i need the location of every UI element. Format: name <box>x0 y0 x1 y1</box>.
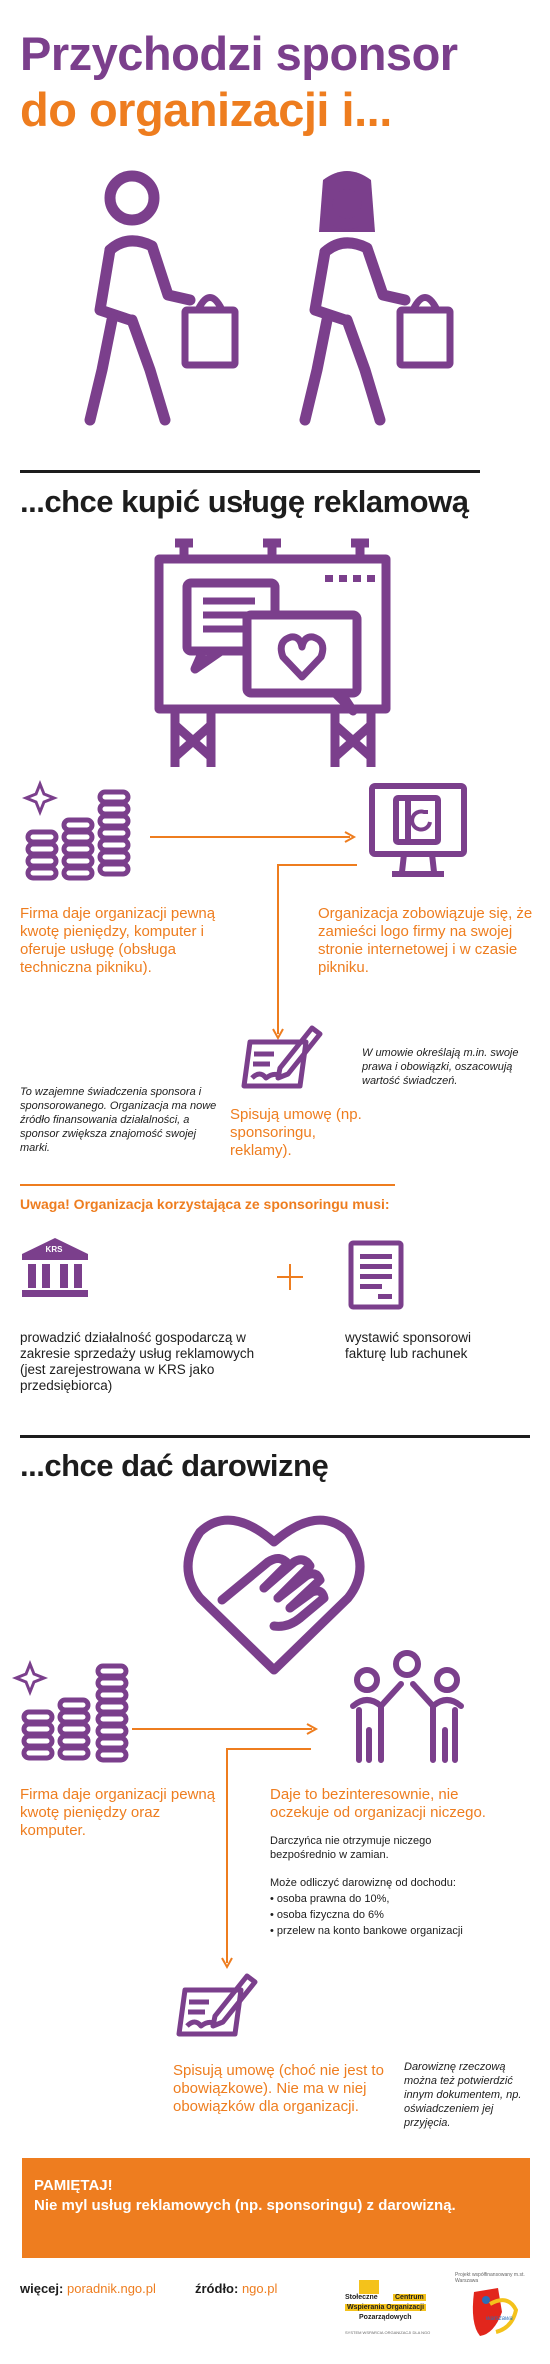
section-divider <box>20 470 480 473</box>
heart-handshake-icon <box>183 1515 365 1675</box>
contract-signing-icon <box>176 1973 258 2037</box>
reminder-text: Nie myl usług reklamowych (np. sponsorin… <box>34 2197 456 2214</box>
deduction-bullet: • osoba fizyczna do 6% <box>270 1909 384 1921</box>
logo-line-1: Stołeczne <box>345 2294 378 2301</box>
people-cooperation-icon <box>350 1650 464 1763</box>
partner-logo-text: warszawa <box>486 2316 513 2322</box>
contract-details-note: W umowie określają m.in. swoje prawa i o… <box>362 1047 519 1087</box>
organization-commits-text: Organizacja zobowiązuje się, że zamieści… <box>318 905 533 976</box>
section1-title: ...chce kupić usługę reklamową <box>20 484 469 519</box>
logo-square <box>359 2280 379 2294</box>
section2-title: ...chce dać darowiznę <box>20 1448 329 1483</box>
arrow-line <box>150 836 350 838</box>
invoice-icon <box>348 1240 404 1310</box>
title-line-2: do organizacji i... <box>20 83 392 136</box>
warning-heading: Uwaga! Organizacja korzystająca ze spons… <box>20 1196 390 1212</box>
source-label: źródło: <box>195 2281 239 2296</box>
logo-line-2: Centrum <box>393 2294 426 2301</box>
orange-divider <box>20 1184 395 1186</box>
more-info: więcej: poradnik.ngo.pl <box>20 2281 156 2296</box>
in-kind-donation-note: Darowiznę rzeczową można też potwierdzić… <box>404 2061 522 2129</box>
arrow-line <box>277 864 357 866</box>
donor-note: Darczyńca nie otrzymuje niczego bezpośre… <box>270 1835 432 1861</box>
contract-signing-icon <box>241 1025 323 1089</box>
reminder-title: PAMIĘTAJ! <box>34 2177 113 2194</box>
plus-icon <box>277 1264 303 1290</box>
requirement-krs: prowadzić działalność gospodarczą w zakr… <box>20 1330 255 1393</box>
coins-icon <box>11 1659 129 1763</box>
more-label: więcej: <box>20 2281 64 2296</box>
deduction-bullet: • przelew na konto bankowe organizacji <box>270 1925 463 1937</box>
warsaw-logo-icon <box>472 2288 519 2336</box>
requirement-invoice: wystawić sponsorowi fakturę lub rachunek <box>345 1330 472 1361</box>
billboard-icon <box>154 538 391 767</box>
woman-with-bag-icon <box>299 171 454 426</box>
reminder-banner: PAMIĘTAJ! Nie myl usług reklamowych (np.… <box>22 2158 530 2258</box>
arrow-line <box>226 1748 311 1750</box>
title-line-1: Przychodzi sponsor <box>20 27 458 80</box>
source-link[interactable]: ngo.pl <box>241 2281 278 2296</box>
donor-gives-text: Firma daje organizacji pewną kwotę pieni… <box>20 1786 216 1839</box>
logo-line-4: Pozarządowych <box>359 2314 412 2321</box>
partner-caption: Projekt współfinansowany m.st. Warszawa <box>455 2272 525 2284</box>
contract-text: Spisują umowę (np. sponsoringu, reklamy)… <box>230 1106 362 1159</box>
man-with-bag-icon <box>84 170 239 426</box>
deduction-heading: Może odliczyć darowiznę od dochodu: <box>270 1877 456 1889</box>
arrow-line <box>277 864 279 1034</box>
section-divider <box>20 1435 530 1438</box>
krs-building-icon <box>22 1238 88 1297</box>
arrow-line <box>226 1748 228 1963</box>
krs-label: KRS <box>45 1245 63 1254</box>
arrow-line <box>132 1728 312 1730</box>
disinterested-text: Daje to bezinteresownie, nie oczekuje od… <box>270 1786 486 1821</box>
logo-line-3: Wspierania Organizacji <box>345 2304 427 2311</box>
computer-icon <box>369 783 467 877</box>
arrow-down-icon <box>272 1028 284 1041</box>
mutual-benefits-note: To wzajemne świadczenia sponsora i spons… <box>20 1086 217 1154</box>
arrow-right-icon <box>306 1723 319 1735</box>
deduction-bullet: • osoba prawna do 10%, <box>270 1893 390 1905</box>
logo-caption: SYSTEM WSPARCIA ORGANIZACJI DLA NGO <box>345 2330 431 2335</box>
donation-contract-text: Spisują umowę (choć nie jest to obowiązk… <box>173 2062 384 2115</box>
source-info: źródło: ngo.pl <box>195 2281 277 2296</box>
sponsor-gives-text: Firma daje organizacji pewną kwotę pieni… <box>20 905 216 976</box>
arrow-right-icon <box>344 831 357 843</box>
arrow-down-icon <box>221 1957 233 1970</box>
scwop-logo: Stołeczne Centrum Wspierania Organizacji… <box>345 2280 445 2340</box>
coins-icon <box>21 779 131 881</box>
more-link[interactable]: poradnik.ngo.pl <box>66 2281 156 2296</box>
